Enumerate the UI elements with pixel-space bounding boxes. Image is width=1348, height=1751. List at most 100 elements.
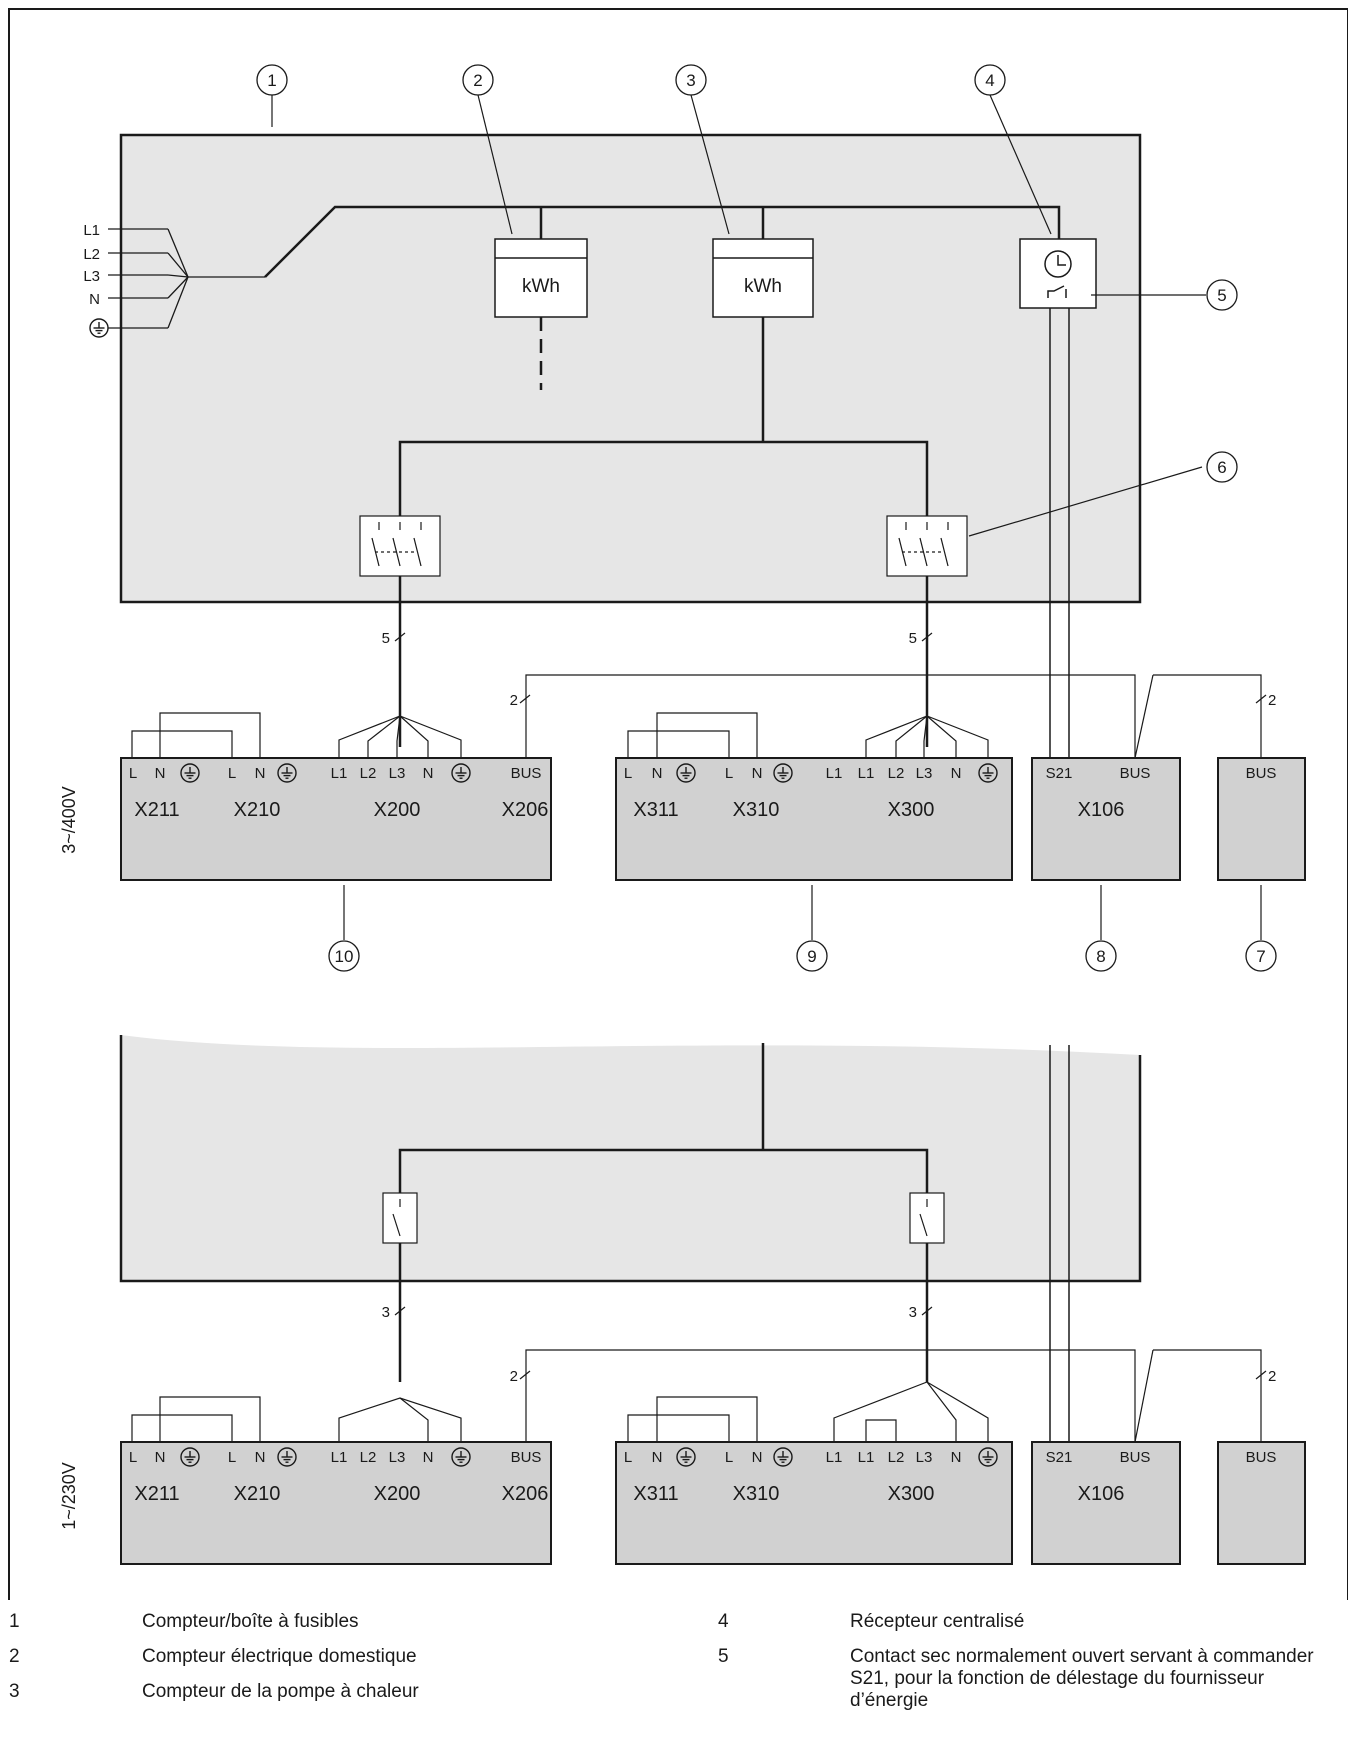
legend-text-2: Compteur électrique domestique	[142, 1646, 417, 1667]
terminal-block-9-bottom	[615, 1441, 1013, 1565]
s21-contact-wires-bottom	[1049, 1045, 1070, 1442]
terminal-label: N	[951, 765, 962, 782]
callout-circle-5	[1206, 279, 1238, 311]
terminal-label: N	[423, 765, 434, 782]
fuse-box-top	[119, 133, 1142, 604]
supply-input	[108, 228, 265, 329]
terminal-label: L3	[916, 1449, 933, 1466]
callout-circle-1	[256, 64, 288, 96]
block-name: X206	[502, 1483, 549, 1505]
terminal-label: L2	[360, 1449, 377, 1466]
legend-number-1: 1	[9, 1611, 20, 1632]
terminal-label: L	[129, 1449, 137, 1466]
voltage-label-top: 3~/400V	[59, 786, 79, 854]
voltage-label-bottom: 1~/230V	[59, 1462, 79, 1530]
terminal-label: L1	[826, 765, 843, 782]
callout-circle-8	[1085, 940, 1117, 972]
cable-count-5: 5	[909, 630, 917, 647]
cable-count-2: 2	[510, 1368, 518, 1385]
terminal-label: L	[228, 765, 236, 782]
terminal-label: N	[652, 1449, 663, 1466]
terminal-block-7	[1217, 757, 1306, 881]
earth-icon	[89, 318, 109, 338]
cable-count-2: 2	[1268, 692, 1276, 709]
terminal-label: L2	[888, 765, 905, 782]
terminal-label: S21	[1046, 765, 1073, 782]
terminal-block-10-bottom	[120, 1441, 552, 1565]
callout-circle-10	[328, 940, 360, 972]
terminal-block-8-bottom	[1031, 1441, 1181, 1565]
house-meter	[494, 238, 588, 318]
cable-count-3: 3	[382, 1304, 390, 1321]
ripple-receiver	[1019, 238, 1097, 309]
fuse-box-bottom	[121, 1035, 1140, 1281]
terminal-label: L	[624, 765, 632, 782]
terminal-label: N	[155, 1449, 166, 1466]
block-name: X200	[374, 1483, 421, 1505]
callout-circle-6	[1206, 451, 1238, 483]
callout-circle-9	[796, 940, 828, 972]
block9-jumpers-bottom	[627, 1381, 989, 1442]
terminal-label: L2	[360, 765, 377, 782]
legend-text-4: Récepteur centralisé	[850, 1611, 1025, 1632]
main-busbar	[264, 205, 1061, 278]
block9-jumpers	[627, 712, 989, 758]
legend-number-5: 5	[718, 1646, 729, 1667]
terminal-label: BUS	[1120, 765, 1151, 782]
callout-number: 8	[1096, 947, 1105, 966]
distribution-lines-bottom	[398, 1043, 929, 1382]
block-name: X311	[633, 1483, 678, 1505]
terminal-label: BUS	[1246, 1449, 1277, 1466]
block-name: X206	[502, 799, 549, 821]
block-name: X300	[888, 1483, 935, 1505]
terminal-block-10	[120, 757, 552, 881]
terminal-label: BUS	[511, 765, 542, 782]
terminal-block-9	[615, 757, 1013, 881]
house-meter-label: kWh	[522, 276, 560, 297]
callout-circle-7	[1245, 940, 1277, 972]
terminal-label: N	[255, 765, 266, 782]
terminal-label: N	[423, 1449, 434, 1466]
phase-label-l2: L2	[83, 246, 100, 263]
block-name: X210	[234, 1483, 281, 1505]
breaker-3pole-left	[359, 515, 441, 577]
block-name: X106	[1078, 799, 1125, 821]
block-name: X210	[234, 799, 281, 821]
terminal-label: N	[752, 765, 763, 782]
phase-label-n: N	[89, 291, 100, 308]
block-name: X311	[633, 799, 678, 821]
terminal-label: N	[255, 1449, 266, 1466]
block-name: X310	[733, 799, 780, 821]
block-name: X310	[733, 1483, 780, 1505]
terminal-label: L1	[858, 765, 875, 782]
callout-leaders	[271, 94, 1262, 940]
terminal-label: L3	[389, 765, 406, 782]
terminal-label: L3	[389, 1449, 406, 1466]
bus-wiring-top	[525, 674, 1262, 759]
s21-contact-wires	[1049, 308, 1070, 758]
block-name: X106	[1078, 1483, 1125, 1505]
legend: 1 Compteur/boîte à fusibles 2 Compteur é…	[0, 1600, 1348, 1751]
legend-number-4: 4	[718, 1611, 729, 1632]
heat-pump-meter-label: kWh	[744, 276, 782, 297]
cable-count-3: 3	[909, 1304, 917, 1321]
terminal-label: L	[129, 765, 137, 782]
terminal-block-8	[1031, 757, 1181, 881]
terminal-label: S21	[1046, 1449, 1073, 1466]
terminal-label: L1	[331, 765, 348, 782]
callout-number: 5	[1217, 286, 1226, 305]
legend-number-2: 2	[9, 1646, 20, 1667]
cable-count-5: 5	[382, 630, 390, 647]
cable-count-2: 2	[510, 692, 518, 709]
terminal-label: N	[951, 1449, 962, 1466]
block-name: X211	[134, 799, 179, 821]
block-name: X200	[374, 799, 421, 821]
bus-wiring-bottom	[525, 1349, 1262, 1443]
callout-number: 4	[985, 71, 994, 90]
terminal-label: BUS	[1120, 1449, 1151, 1466]
terminal-label: L	[725, 1449, 733, 1466]
terminal-label: L	[624, 1449, 632, 1466]
legend-text-5: Contact sec normalement ouvert servant à…	[850, 1646, 1314, 1711]
cable-count-2: 2	[1268, 1368, 1276, 1385]
diagram-frame	[8, 8, 1348, 1600]
